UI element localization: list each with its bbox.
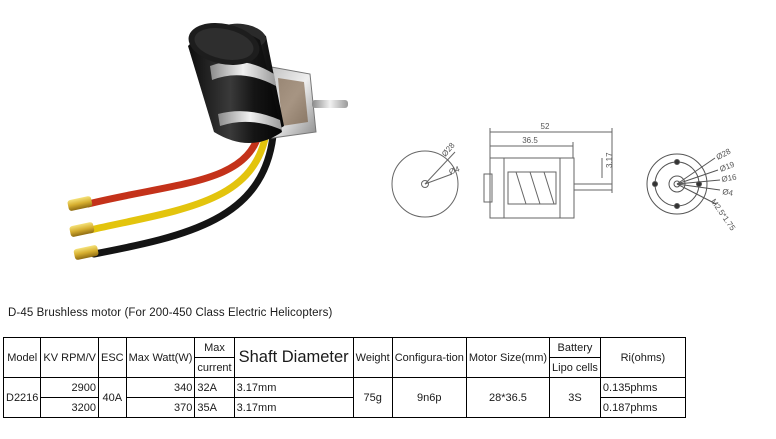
current-cell: 32A [194, 377, 235, 398]
battery-cell: 3S [549, 377, 601, 418]
front-view [391, 150, 459, 218]
model-cell: D2216 [2, 377, 42, 418]
side-body-label: 36.5 [522, 136, 538, 145]
rear-d16-label: Ø16 [721, 172, 738, 184]
col-battery-header-1: Battery [549, 337, 601, 358]
col-watt-header: Max Watt(W) [125, 337, 196, 378]
shaft-cell: 3.17mm [233, 377, 354, 398]
col-model-header: Model [2, 337, 42, 378]
col-battery-header-2: Lipo cells [549, 357, 601, 378]
col-config-header: Configura-tion [391, 337, 467, 378]
front-inner-label: Ø4 [448, 164, 462, 176]
spec-table: Model KV RPM/V ESC Max Watt(W) Max Shaft… [2, 337, 686, 418]
header-row-1: Model KV RPM/V ESC Max Watt(W) Max Shaft… [2, 337, 686, 378]
rear-d28-label: Ø28 [715, 146, 733, 161]
col-ri-header: Ri(ohms) [599, 337, 686, 378]
dimension-drawing: Ø28 Ø4 52 36.5 3.17 Ø28 Ø19 Ø16 [391, 122, 738, 233]
side-view [483, 128, 613, 219]
weight-cell: 75g [352, 377, 393, 418]
table-row: 3200 370 35A 3.17mm 0.187phms [4, 397, 686, 418]
motor-photo [67, 23, 348, 260]
table-row: D2216 2900 40A 340 32A 3.17mm 75g 9n6p 2… [2, 377, 686, 418]
rear-view [646, 153, 721, 215]
col-shaft-header: Shaft Diameter [233, 337, 354, 378]
current-cell: 35A [194, 397, 235, 418]
size-cell: 28*36.5 [465, 377, 551, 418]
watt-cell: 340 [125, 377, 196, 398]
rear-thread-label: M2.5*1.75 [709, 197, 738, 232]
header-row-2: current Lipo cells [4, 357, 686, 378]
col-current-header-1: Max [194, 337, 235, 358]
col-esc-header: ESC [98, 337, 127, 378]
front-outer-label: Ø28 [440, 141, 457, 159]
esc-cell: 40A [98, 377, 127, 418]
side-length-label: 52 [541, 122, 550, 131]
col-current-header-2: current [194, 357, 235, 378]
ri-cell: 0.135phms [599, 377, 686, 398]
side-shaft-label: 3.17 [605, 152, 614, 168]
kv-cell: 2900 [40, 377, 99, 398]
col-size-header: Motor Size(mm) [465, 337, 551, 378]
col-weight-header: Weight [352, 337, 393, 378]
col-kv-header: KV RPM/V [40, 337, 99, 378]
ri-cell: 0.187phms [599, 397, 686, 418]
shaft-cell: 3.17mm [233, 397, 354, 418]
config-cell: 9n6p [391, 377, 467, 418]
rear-d4-label: Ø4 [722, 187, 735, 198]
watt-cell: 370 [125, 397, 196, 418]
kv-cell: 3200 [40, 397, 99, 418]
product-heading: D-45 Brushless motor (For 200-450 Class … [8, 307, 333, 319]
rear-d19-label: Ø19 [718, 160, 736, 174]
